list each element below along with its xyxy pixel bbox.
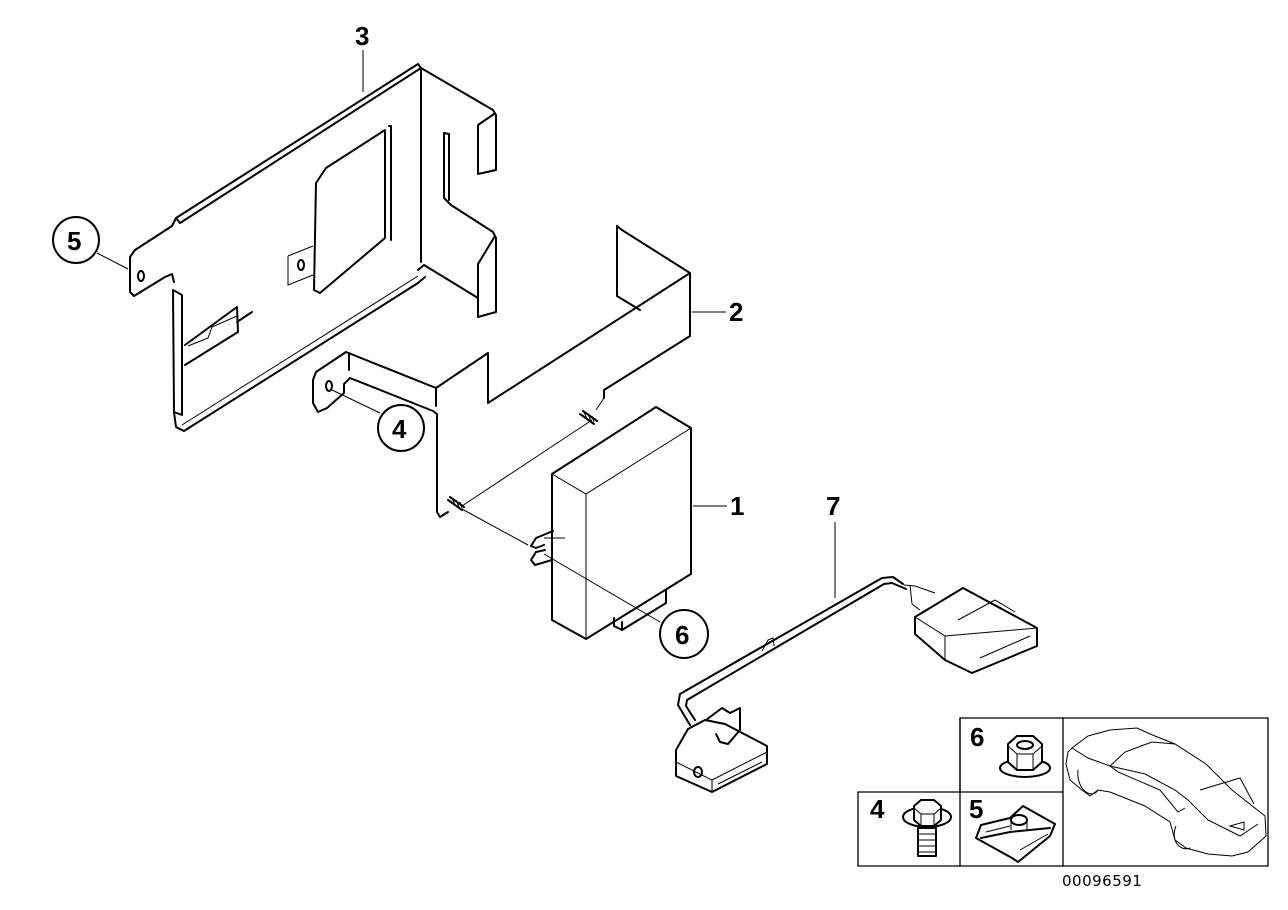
callout-7[interactable]: 7: [826, 491, 840, 521]
control-unit[interactable]: [530, 406, 692, 640]
assembly-line: [461, 508, 529, 546]
mounting-bracket-large[interactable]: [129, 63, 497, 432]
assembly-line: [543, 553, 661, 623]
mounting-bracket-small[interactable]: [312, 225, 691, 518]
stud-lower: [447, 496, 465, 511]
inset-cell-4[interactable]: 4: [870, 794, 952, 857]
callout-4-circle: [377, 404, 425, 452]
stud-upper: [579, 410, 598, 425]
leader-line-5: [96, 252, 129, 270]
wiring-harness[interactable]: [675, 576, 1038, 793]
leader-line-4: [329, 388, 381, 414]
inset-cell-5[interactable]: 5: [969, 794, 1056, 863]
callout-2[interactable]: 2: [729, 297, 743, 327]
inset-cell-6[interactable]: 6: [970, 722, 1051, 778]
inset-table: [857, 717, 1269, 867]
callout-6-circle: [659, 609, 709, 659]
callout-6[interactable]: 6: [675, 620, 689, 650]
hex-flange-bolt-icon: [902, 799, 952, 857]
callout-4[interactable]: 4: [392, 414, 407, 444]
callout-5-circle: [52, 216, 100, 264]
vehicle-location-icon: [1065, 727, 1267, 857]
spring-clip-nut-icon: [975, 805, 1056, 863]
diagram-id-label: 00096591: [1062, 872, 1143, 890]
callout-5[interactable]: 5: [67, 226, 81, 256]
hex-flange-nut-icon: [999, 735, 1051, 778]
callout-1[interactable]: 1: [730, 491, 744, 521]
inset-label-5: 5: [969, 794, 983, 824]
inset-label-4: 4: [870, 794, 885, 824]
inset-label-6: 6: [970, 722, 984, 752]
callout-3[interactable]: 3: [355, 21, 369, 51]
